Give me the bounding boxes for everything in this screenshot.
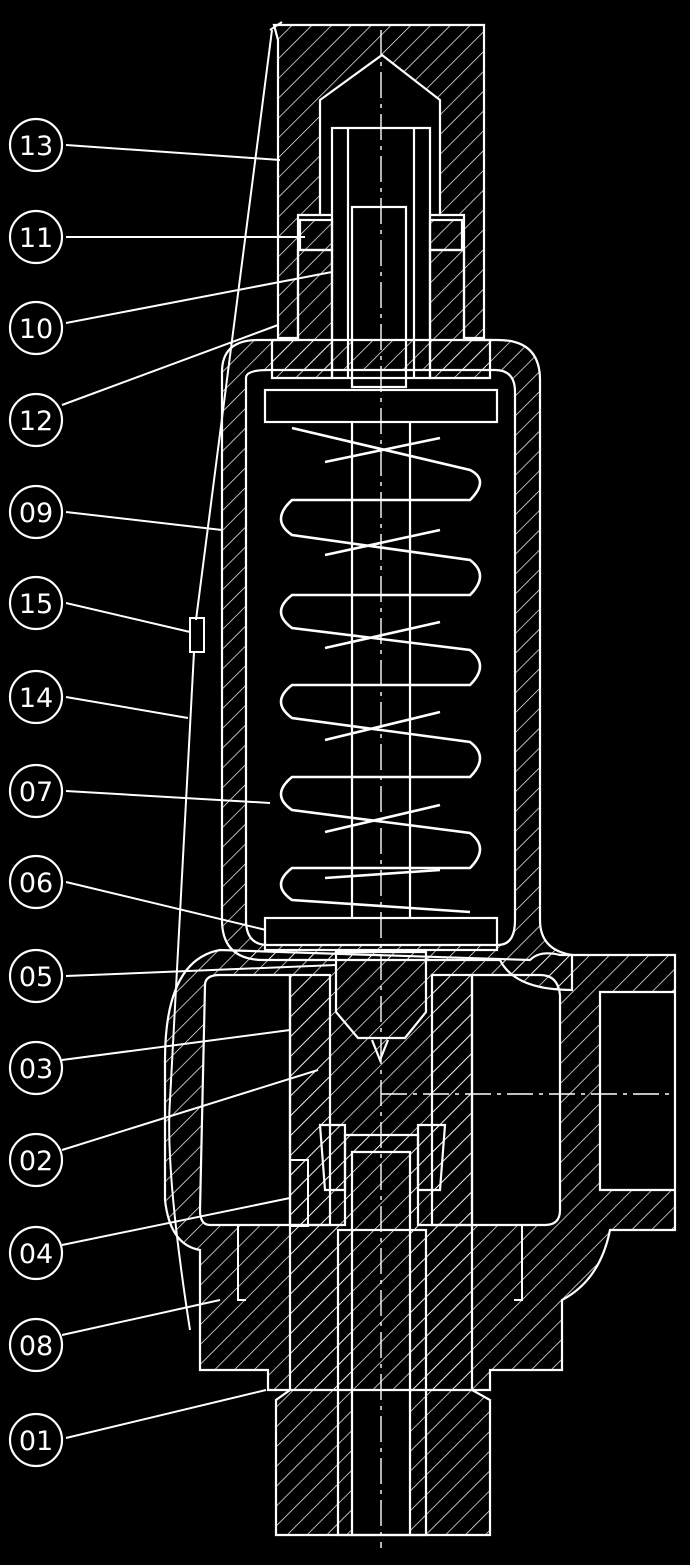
callout-14: 14 xyxy=(8,669,64,725)
bonnet xyxy=(220,338,574,992)
callout-10: 10 xyxy=(8,300,64,356)
callout-number: 11 xyxy=(19,223,53,254)
callout-circle xyxy=(8,1412,64,1468)
nozzle xyxy=(274,1133,492,1537)
callout-number: 07 xyxy=(19,777,53,808)
callout-07: 07 xyxy=(8,763,64,819)
callout-circle xyxy=(8,1132,64,1188)
callout-number: 03 xyxy=(19,1054,53,1085)
callout-bubbles: 13 11 10 12 09 15 14 07 06 05 03 02 04 08 01 xyxy=(8,117,64,1468)
callout-01: 01 xyxy=(8,1412,64,1468)
callout-circle xyxy=(8,669,64,725)
seals xyxy=(237,1225,523,1301)
callout-number: 13 xyxy=(19,131,53,162)
leader-lines xyxy=(61,144,337,1439)
seal-tag xyxy=(189,617,205,653)
callout-circle xyxy=(8,117,64,173)
callout-04: 04 xyxy=(8,1225,64,1281)
callout-05: 05 xyxy=(8,948,64,1004)
callout-number: 04 xyxy=(19,1239,53,1270)
cap xyxy=(272,23,486,340)
nozzle-bore xyxy=(336,1228,428,1537)
callout-12: 12 xyxy=(8,392,64,448)
callout-circle xyxy=(8,1225,64,1281)
seal-wire xyxy=(168,29,273,1331)
callout-number: 14 xyxy=(19,683,53,714)
callout-08: 08 xyxy=(8,1317,64,1373)
callout-circle xyxy=(8,1040,64,1096)
callout-15: 15 xyxy=(8,575,64,631)
lock-nut xyxy=(298,218,464,252)
callout-02: 02 xyxy=(8,1132,64,1188)
callout-number: 15 xyxy=(19,589,53,620)
callout-11: 11 xyxy=(8,209,64,265)
callout-circle xyxy=(8,392,64,448)
cap-edge-line xyxy=(269,21,283,31)
callout-13: 13 xyxy=(8,117,64,173)
spindle xyxy=(350,422,412,918)
callout-03: 03 xyxy=(8,1040,64,1096)
callout-number: 09 xyxy=(19,498,53,529)
callout-circle xyxy=(8,484,64,540)
callout-circle xyxy=(8,300,64,356)
callout-number: 08 xyxy=(19,1331,53,1362)
callout-number: 12 xyxy=(19,406,53,437)
callout-number: 02 xyxy=(19,1146,53,1177)
callout-circle xyxy=(8,209,64,265)
callout-06: 06 xyxy=(8,854,64,910)
callout-circle xyxy=(8,948,64,1004)
callout-09: 09 xyxy=(8,484,64,540)
callout-circle xyxy=(8,763,64,819)
callout-number: 10 xyxy=(19,314,53,345)
callout-number: 05 xyxy=(19,962,53,993)
centerlines xyxy=(380,30,675,1548)
callout-circle xyxy=(8,575,64,631)
callout-number: 01 xyxy=(19,1426,53,1457)
callout-circle xyxy=(8,1317,64,1373)
callout-number: 06 xyxy=(19,868,53,899)
callout-circle xyxy=(8,854,64,910)
